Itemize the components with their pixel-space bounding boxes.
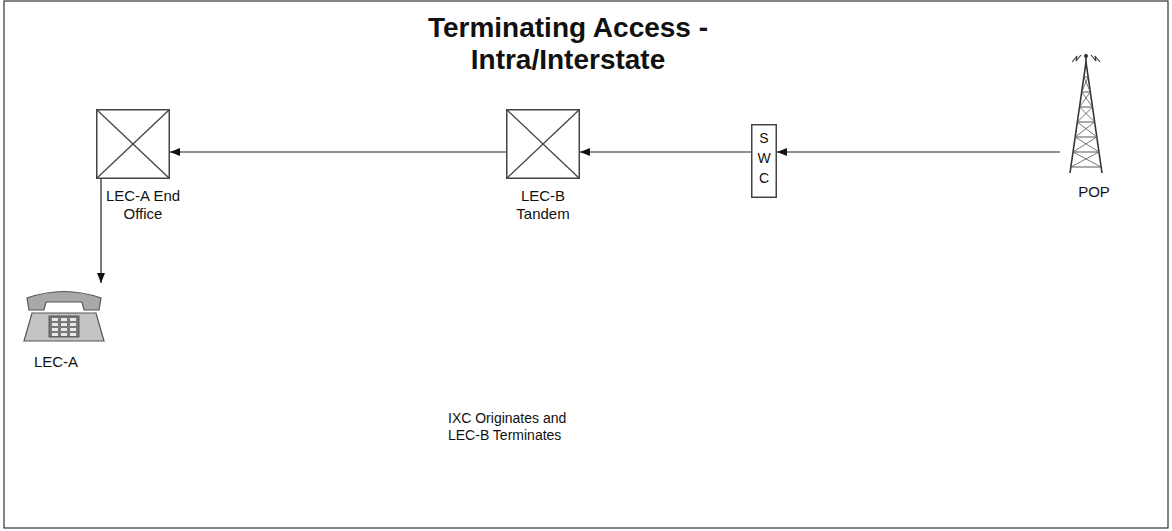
swc-box: S W C [751,124,777,198]
node-label: LEC-A [34,353,78,370]
tower-icon-part [1091,55,1100,62]
tower-icon-part [1082,92,1091,93]
tower-icon-part [1077,107,1092,122]
phone-icon-part [24,313,104,341]
switch-box-outline [96,109,170,179]
switch-box-outline-part [507,110,580,179]
tower-icon-part [1070,62,1086,173]
phone-icon-part [52,328,58,331]
node-label-holder: LEC-B Tandem [503,187,583,223]
tower-icon-part [1080,107,1095,122]
node-label: LEC-A End Office [106,187,180,222]
tower-icon-part [1075,137,1099,152]
tower-icon-part [1080,107,1093,108]
subscriber-phone: LEC-A [22,283,106,345]
tower-icon-part [1075,122,1094,137]
flow-arrow [777,151,1060,152]
tower-icon-part [1084,77,1088,78]
tower-icon-part [1075,137,1097,138]
tower-icon-part [1072,55,1081,62]
phone-icon-part [61,333,67,336]
phone-icon-part [61,318,67,321]
node-label: LEC-B Tandem [516,187,569,222]
node-label-holder: LEC-A [16,353,96,371]
switch-box-outline [506,109,580,179]
phone-icon-part [70,323,76,326]
flow-arrow [580,151,751,152]
switch-box-outline-part [97,110,170,179]
phone-icon-part [61,328,67,331]
phone-icon [22,283,106,345]
frame-border [4,1,1168,528]
phone-icon-part [52,318,58,321]
switch-box-outline-part [507,110,579,178]
node-label: POP [1078,183,1110,200]
phone-icon-part [61,323,67,326]
swc-box-outline-part [752,125,777,197]
tower-icon-part [1071,167,1101,168]
switch-box-outline-part [97,110,169,178]
switch-box-outline-part [507,110,579,178]
tower-icon-part [1077,122,1094,123]
diagram-title: Terminating Access - Intra/Interstate [368,12,768,76]
phone-icon-part [52,323,58,326]
phone-icon-part [49,316,79,337]
phone-icon-part [70,328,76,331]
tandem-switch: LEC-B Tandem [506,109,580,179]
tower-icon-part [1084,54,1088,58]
phone-icon-part [70,318,76,321]
note-label: IXC Originates and LEC-B Terminates [448,410,588,444]
phone-icon-part [70,333,76,336]
flow-arrow [170,151,506,152]
phone-icon-part [52,333,58,336]
node-label-holder: POP [1064,183,1124,201]
tower-icon-part [1082,92,1093,107]
tower-icon-part [1073,137,1097,152]
tower-icon-part [1073,152,1099,153]
tower-icon-part [1071,152,1099,167]
pop-tower: POP [1060,52,1112,175]
tower-icon-part [1082,77,1088,92]
tower-icon [1060,52,1112,175]
tower-icon-part [1073,152,1101,167]
node-label: S W C [757,124,771,188]
end-office-switch: LEC-A End Office [96,109,170,179]
switch-box-outline-part [97,110,169,178]
phone-icon-part [27,292,101,311]
tower-icon-part [1080,92,1091,107]
flow-arrow [100,179,101,283]
tower-icon-part [1077,122,1096,137]
tower-icon-part [1086,62,1102,173]
node-label-holder: LEC-A End Office [103,187,183,223]
